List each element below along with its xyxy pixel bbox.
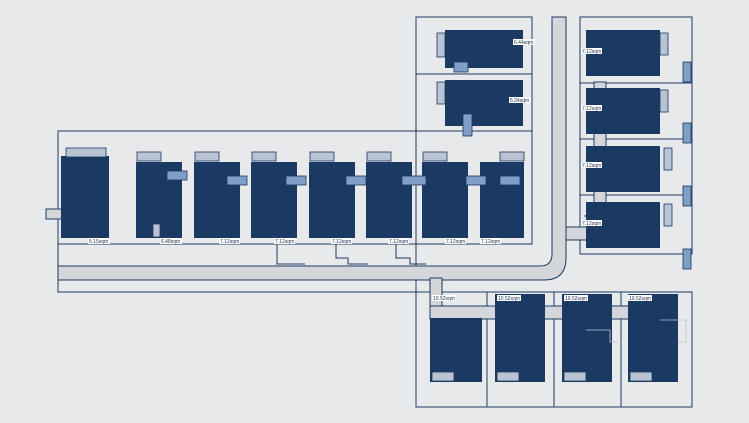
accent-lot-b (166, 170, 188, 181)
annex-lot-a (65, 147, 107, 158)
label-lot-r3: 7.12sqm (581, 162, 602, 169)
annex-boxes (65, 32, 673, 382)
annex-lot-b-small (152, 223, 161, 238)
label-lot-r1: 7.12sqm (581, 48, 602, 55)
label-text-lot-r2: 7.12sqm (582, 106, 601, 112)
building-lot-r3 (586, 146, 660, 192)
annex-lot-h (499, 151, 525, 162)
building-lot-b2 (495, 294, 545, 382)
label-text-lot-c: 7.12sqm (220, 239, 239, 245)
annex-lot-d (251, 151, 277, 162)
accent-right-2 (682, 122, 692, 144)
accent-lot-f (401, 175, 427, 186)
driveway-stub-1 (276, 244, 305, 265)
label-lot-e: 7.12sqm (331, 238, 352, 245)
label-text-lot-top1: 6.44sqm (514, 40, 533, 46)
main-road (57, 16, 567, 281)
accent-lot-g (465, 175, 487, 186)
accent-right-1 (682, 61, 692, 83)
label-text-lot-b4: 10.52sqm (629, 296, 651, 302)
annex-lot-b1 (431, 371, 455, 382)
right-block-outline (579, 16, 693, 255)
annex-lot-r4 (663, 203, 673, 227)
label-text-lot-b: 6.48sqm (161, 239, 180, 245)
accent-lot-e (345, 175, 367, 186)
building-lot-g (422, 162, 468, 238)
annex-lot-g (422, 151, 448, 162)
label-text-lot-b1: 10.52sqm (433, 296, 455, 302)
detail-outline-1 (586, 329, 618, 343)
building-lot-d (251, 162, 297, 238)
label-lot-h: 7.12sqm (480, 238, 501, 245)
label-text-lot-h: 7.12sqm (481, 239, 500, 245)
annex-lot-f (366, 151, 392, 162)
label-lot-top2: 5.34sqm (509, 97, 531, 104)
accent-right-3 (682, 185, 692, 207)
accent-right-4 (682, 248, 692, 270)
annex-lot-e (309, 151, 335, 162)
building-lot-a (61, 156, 109, 238)
label-lot-b4: 10.52sqm (628, 295, 652, 302)
label-text-lot-r4: 7.12sqm (582, 221, 601, 227)
building-lot-b1 (430, 318, 482, 382)
building-lot-b3 (562, 294, 612, 382)
annex-lot-b (136, 151, 162, 162)
annex-lot-r2 (659, 89, 669, 113)
label-lot-b2: 10.52sqm (497, 295, 521, 302)
area-labels: 5.15sqm 6.48sqm 7.12sqm 7.12sqm 7.12sqm … (88, 39, 652, 302)
building-lot-h (480, 162, 524, 238)
label-text-lot-top2: 5.34sqm (510, 98, 529, 104)
annex-lot-b3 (563, 371, 587, 382)
label-text-lot-f: 7.12sqm (389, 239, 408, 245)
accent-lot-c (226, 175, 248, 186)
annex-lot-b2 (496, 371, 520, 382)
accent-lot-d (285, 175, 307, 186)
accent-lot-h (499, 175, 521, 186)
detail-outline-2 (660, 319, 687, 343)
annex-lot-top1 (436, 32, 446, 58)
label-text-lot-r1: 7.12sqm (582, 49, 601, 55)
bottom-right-detail (586, 319, 687, 343)
label-lot-r4: 7.12sqm (581, 220, 602, 227)
accent-lot-top2 (462, 113, 473, 137)
driveway-stub-2 (335, 244, 368, 265)
annex-lot-r1 (659, 32, 669, 56)
annex-lot-r3 (663, 147, 673, 171)
label-lot-r2: 7.12sqm (581, 105, 602, 112)
accent-lot-top1 (453, 61, 469, 73)
accent-boxes (166, 61, 692, 270)
label-text-lot-e: 7.12sqm (332, 239, 351, 245)
label-lot-a: 5.15sqm (88, 238, 110, 245)
label-text-lot-d: 7.12sqm (275, 239, 294, 245)
building-lot-e (309, 162, 355, 238)
label-text-lot-g: 7.12sqm (446, 239, 465, 245)
label-text-lot-b2: 10.52sqm (498, 296, 520, 302)
building-lot-c (194, 162, 240, 238)
building-lot-f (366, 162, 412, 238)
driveway-stub-3 (395, 244, 426, 265)
label-lot-top1: 6.44sqm (513, 39, 535, 46)
label-lot-b1: 10.52sqm (432, 295, 456, 302)
annex-lot-b4 (629, 371, 653, 382)
annex-lot-c (194, 151, 220, 162)
label-text-lot-b3: 10.52sqm (565, 296, 587, 302)
label-lot-c: 7.12sqm (219, 238, 240, 245)
label-text-lot-r3: 7.12sqm (582, 163, 601, 169)
label-lot-b: 6.48sqm (160, 238, 182, 245)
label-lot-d: 7.12sqm (274, 238, 295, 245)
annex-lot-top2 (436, 81, 446, 105)
label-lot-g: 7.12sqm (445, 238, 466, 245)
building-lot-b4 (628, 294, 678, 382)
label-lot-f: 7.12sqm (388, 238, 409, 245)
label-text-lot-a: 5.15sqm (89, 239, 108, 245)
label-lot-b3: 10.52sqm (564, 295, 588, 302)
